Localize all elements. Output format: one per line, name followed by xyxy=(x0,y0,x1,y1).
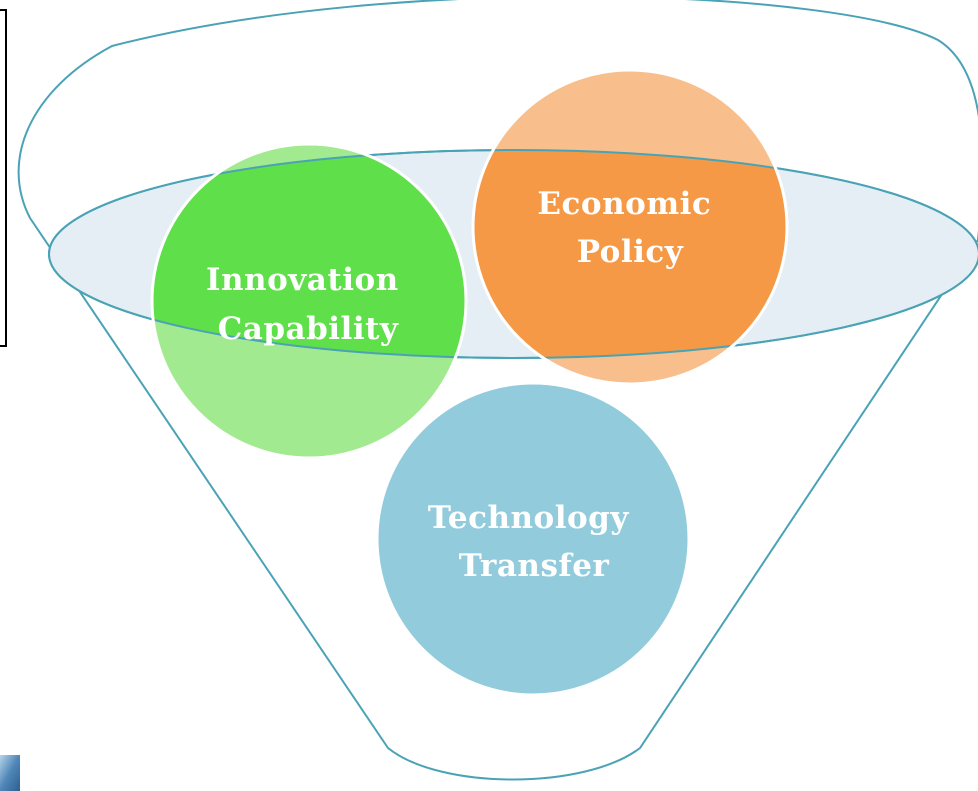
circle-innovation xyxy=(152,150,466,358)
technology-label-line-2: Transfer xyxy=(459,548,610,584)
circle-innovation-ring xyxy=(150,142,468,460)
innovation-label: Innovation Capability xyxy=(206,262,410,347)
circle-economic-ring xyxy=(471,68,789,386)
circle-economic xyxy=(473,150,787,358)
funnel-rim-edge xyxy=(48,149,978,359)
economic-label-line-1: Economic xyxy=(537,186,711,222)
technology-label-line-1: Technology xyxy=(428,500,629,536)
thumbnail-image xyxy=(0,755,20,791)
innovation-label-line-1: Innovation xyxy=(206,262,399,298)
circle-technology xyxy=(375,381,691,697)
technology-label: Technology Transfer xyxy=(428,500,640,584)
innovation-label-line-2: Capability xyxy=(218,311,399,347)
economic-label-line-2: Policy xyxy=(577,234,684,270)
economic-label: Economic Policy xyxy=(537,186,722,270)
frame-border xyxy=(0,9,7,347)
